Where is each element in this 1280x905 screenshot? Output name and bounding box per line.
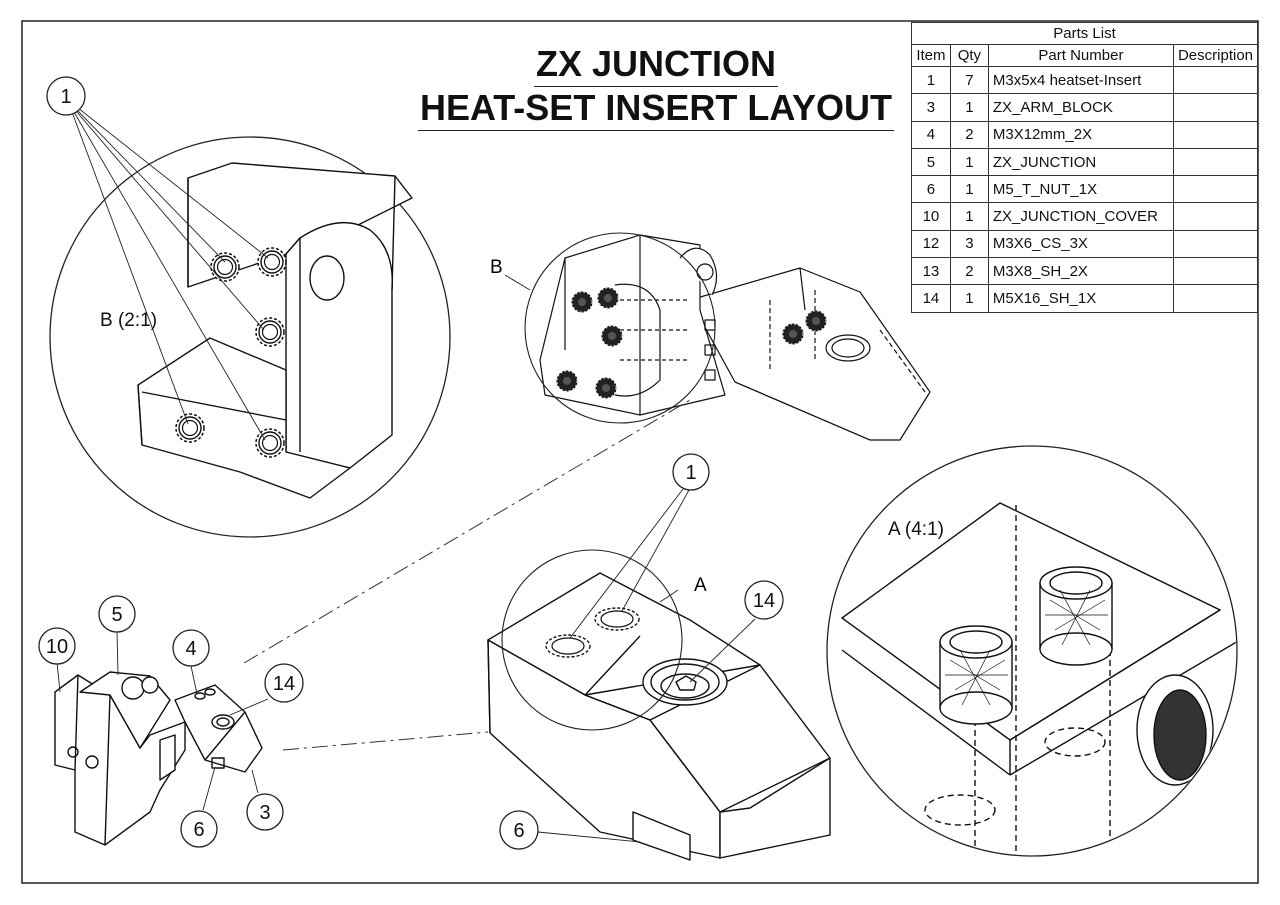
cell-part-number: ZX_JUNCTION_COVER <box>987 202 1174 231</box>
svg-text:4: 4 <box>185 638 196 660</box>
cell-description <box>1172 120 1259 149</box>
balloon-item-4-asm: 4 <box>172 629 210 667</box>
callout-b: B <box>490 257 531 291</box>
svg-text:14: 14 <box>753 590 775 612</box>
cell-description <box>1172 284 1259 313</box>
balloon-item-5-asm: 5 <box>98 595 136 633</box>
balloon-item-14-main: 14 <box>744 580 784 620</box>
detail-a-label: A (4:1) <box>888 519 944 540</box>
col-header-part-number: Part Number <box>987 44 1174 67</box>
cell-item: 13 <box>911 257 951 286</box>
balloon-item-14-asm: 14 <box>264 663 304 703</box>
cell-qty: 1 <box>949 202 989 231</box>
cell-description <box>1172 93 1259 122</box>
cell-description <box>1172 257 1259 286</box>
col-header-item: Item <box>911 44 951 67</box>
cell-part-number: ZX_ARM_BLOCK <box>987 93 1174 122</box>
drawing-title-line1: ZX JUNCTION <box>412 44 900 87</box>
balloon-item-3-asm: 3 <box>246 793 284 831</box>
cell-item: 5 <box>911 147 951 177</box>
balloon-item-6-main: 6 <box>499 810 539 850</box>
svg-text:3: 3 <box>259 802 270 824</box>
cell-part-number: M5_T_NUT_1X <box>987 175 1174 204</box>
insert-pair-a <box>545 607 640 658</box>
cell-item: 12 <box>911 229 951 259</box>
cell-qty: 7 <box>949 65 989 95</box>
svg-text:1: 1 <box>60 86 71 108</box>
detail-view-b <box>49 107 451 538</box>
main-isometric-view <box>524 232 931 441</box>
cell-item: 6 <box>911 175 951 204</box>
svg-text:5: 5 <box>111 604 122 626</box>
cell-part-number: M3X8_SH_2X <box>987 257 1174 286</box>
cell-qty: 1 <box>949 284 989 313</box>
cell-item: 10 <box>911 202 951 231</box>
sheet-border <box>21 20 1259 884</box>
cell-description <box>1172 65 1259 95</box>
cell-item: 3 <box>911 93 951 122</box>
cell-description <box>1172 175 1259 204</box>
svg-text:B: B <box>490 257 503 278</box>
cell-description <box>1172 147 1259 177</box>
balloon-item-1-main: 1 <box>672 453 710 491</box>
cell-qty: 2 <box>949 257 989 286</box>
callout-a: A <box>694 575 707 596</box>
parts-list-table: Parts List Item Qty Part Number Descript… <box>911 22 1259 313</box>
svg-text:14: 14 <box>273 673 295 695</box>
cell-description <box>1172 202 1259 231</box>
cell-qty: 1 <box>949 175 989 204</box>
cell-part-number: M5X16_SH_1X <box>987 284 1174 313</box>
parts-list-caption: Parts List <box>911 22 1258 45</box>
cell-item: 4 <box>911 120 951 149</box>
svg-text:6: 6 <box>513 820 524 842</box>
cell-qty: 2 <box>949 120 989 149</box>
svg-text:1: 1 <box>685 462 696 484</box>
arm-block-view <box>487 549 831 861</box>
col-header-qty: Qty <box>949 44 989 67</box>
cell-qty: 1 <box>949 93 989 122</box>
detail-view-a <box>826 445 1238 857</box>
svg-text:10: 10 <box>46 636 68 658</box>
cell-part-number: M3X12mm_2X <box>987 120 1174 149</box>
cell-part-number: M3X6_CS_3X <box>987 229 1174 259</box>
col-header-description: Description <box>1172 44 1259 67</box>
cell-part-number: ZX_JUNCTION <box>987 147 1174 177</box>
cell-part-number: M3x5x4 heatset-Insert <box>987 65 1174 95</box>
section-line-lower <box>282 731 489 751</box>
cell-description <box>1172 229 1259 259</box>
balloon-item-6-asm: 6 <box>180 810 218 848</box>
cell-qty: 1 <box>949 147 989 177</box>
assembly-view <box>54 671 263 846</box>
balloon-item-10-asm: 10 <box>38 627 76 665</box>
detail-b-label: B (2:1) <box>100 310 158 331</box>
cell-item: 14 <box>911 284 951 313</box>
drawing-title-line2: HEAT-SET INSERT LAYOUT <box>412 88 900 131</box>
cell-qty: 3 <box>949 229 989 259</box>
cell-item: 1 <box>911 65 951 95</box>
svg-text:6: 6 <box>193 819 204 841</box>
balloon-item-1-detail-b: 1 <box>46 76 86 116</box>
